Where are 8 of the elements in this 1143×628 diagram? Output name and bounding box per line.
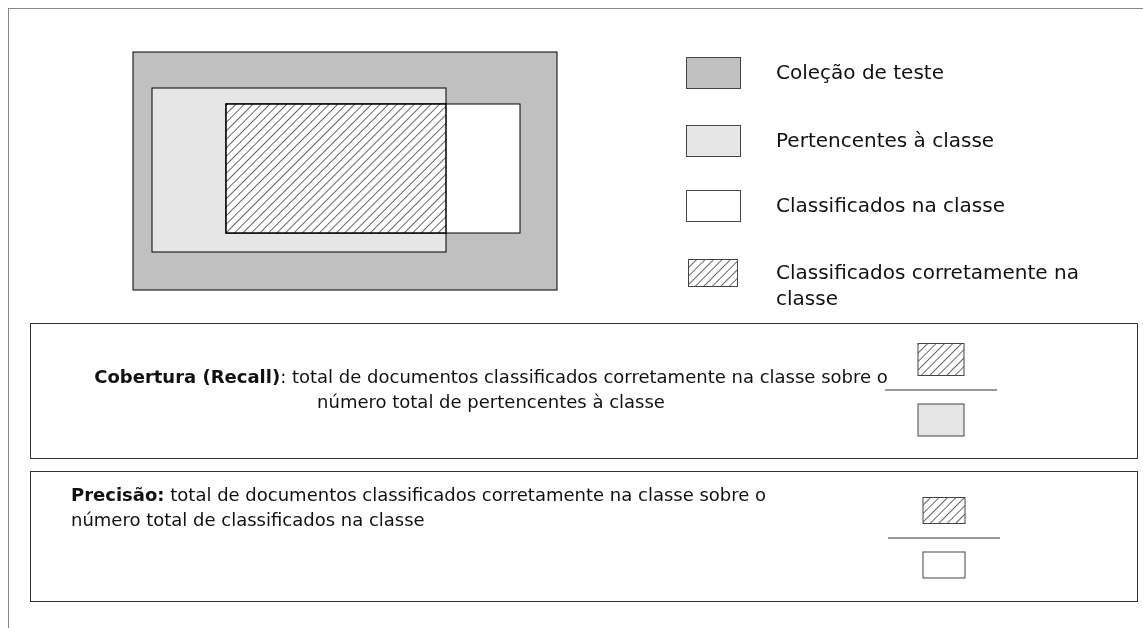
legend-label: Classificados na classe [776,192,1006,218]
legend-label: Classificados corretamente na classe [776,259,1080,311]
definition-text: Precisão: total de documentos classificados corretamente na classe sobre o número total de classificados na classe [71,483,768,532]
legend-label: Pertencentes à classe [776,127,996,153]
definition-panel [30,323,1138,459]
legend-label: Coleção de teste [776,59,945,85]
definition-text: Cobertura (Recall): total de documentos classificados corretamente na classe sobre o número total de pertencentes à classe [93,365,889,414]
definition-panel [30,471,1138,602]
